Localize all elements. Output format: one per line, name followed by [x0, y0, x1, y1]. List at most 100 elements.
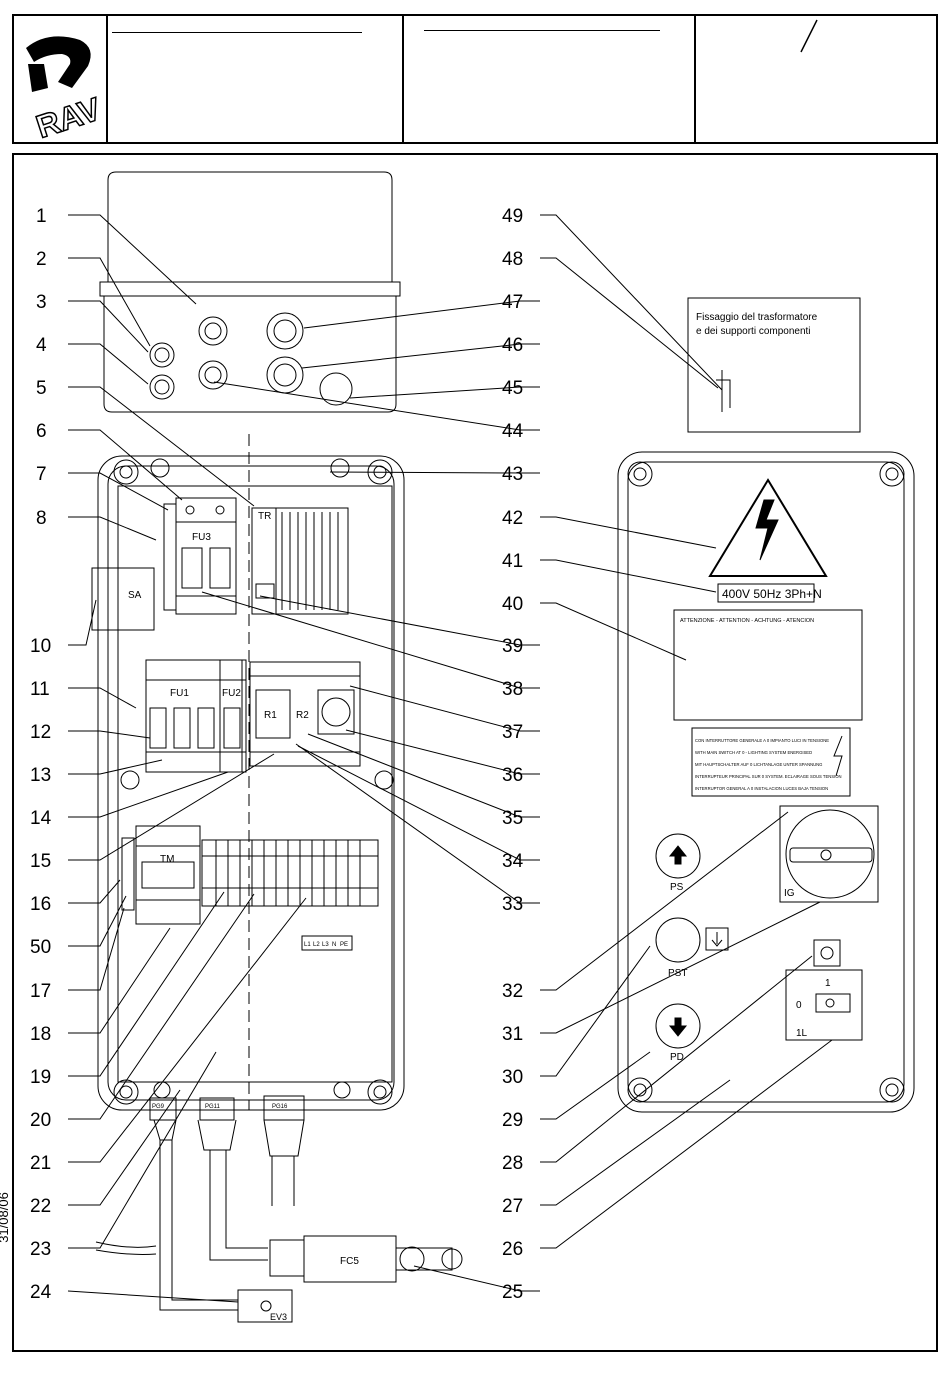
- callout-8: 8: [36, 508, 47, 529]
- callout-5: 5: [36, 378, 47, 399]
- warning-line-2: WITH MAIN SWITCH AT 0 - LIGHTING SYSTEM …: [695, 750, 812, 755]
- voltage-plate: [717, 583, 815, 603]
- limit-switch-fc5: [269, 1235, 463, 1283]
- callout-3: 3: [36, 292, 47, 313]
- selector-1l-label: 1L: [796, 1028, 808, 1039]
- selector-0-label: 0: [796, 1000, 802, 1011]
- callout-30: 30: [502, 1067, 523, 1088]
- fuse-fu3: [175, 497, 237, 615]
- title-cell-2: [106, 16, 108, 142]
- ev3-label: EV3: [270, 1312, 287, 1322]
- callout-7: 7: [36, 464, 47, 485]
- bottom-glands: [95, 1095, 305, 1311]
- warning-bolt-icon: [833, 735, 843, 777]
- callout-44: 44: [502, 421, 524, 442]
- callout-43: 43: [502, 464, 523, 485]
- terminal-l2: L2: [313, 942, 320, 948]
- arrow-down-icon: [668, 1017, 688, 1037]
- transformer-tr: [251, 507, 349, 615]
- callout-10: 10: [30, 636, 51, 657]
- up-button[interactable]: [655, 833, 701, 879]
- callout-27: 27: [502, 1196, 523, 1217]
- warning-line-4: INTERRUPTEUR PRINCIPAL SUR 0 SYSTEM. ECL…: [695, 774, 842, 779]
- stop-symbol: [705, 927, 729, 951]
- callout-20: 20: [30, 1110, 51, 1131]
- revision-slash: [800, 19, 818, 53]
- gland-pg11-label: PG11: [205, 1104, 221, 1110]
- selector-1-label: 1: [825, 978, 831, 989]
- warning-plate: [691, 727, 851, 797]
- light-selector[interactable]: [785, 969, 863, 1041]
- pst-label: PST: [668, 968, 687, 979]
- callout-33: 33: [502, 894, 523, 915]
- callout-45: 45: [502, 378, 523, 399]
- attention-plate: [673, 609, 863, 721]
- terminal-pe: PE: [340, 942, 348, 948]
- contactor-tm: [121, 825, 201, 925]
- callout-25: 25: [502, 1282, 523, 1303]
- screw-detail: [716, 370, 731, 412]
- cabinet-cover: [99, 171, 401, 413]
- title-cell-4: [694, 16, 696, 142]
- callout-36: 36: [502, 765, 523, 786]
- light-icon: [813, 939, 841, 967]
- gland-pg9-label: PG9: [152, 1104, 165, 1110]
- title-rule-2: [424, 30, 660, 31]
- terminal-n: N: [332, 942, 336, 948]
- callout-41: 41: [502, 551, 523, 572]
- callouts-right: 49 48 47 46 45 44 43 42 41 40 39 38 37 3…: [502, 206, 524, 1303]
- callout-38: 38: [502, 679, 523, 700]
- callout-48: 48: [502, 249, 523, 270]
- callout-39: 39: [502, 636, 523, 657]
- main-switch-ig[interactable]: [779, 805, 879, 903]
- tr-label: TR: [258, 511, 271, 522]
- callout-14: 14: [30, 808, 52, 829]
- callout-47: 47: [502, 292, 523, 313]
- transformer-note-line1: Fissaggio del trasformatore: [696, 312, 818, 323]
- cabinet-body: [97, 455, 405, 1111]
- drawing-frame: [12, 153, 938, 1352]
- callout-31: 31: [502, 1024, 523, 1045]
- leaders-left: [67, 214, 307, 1303]
- warning-line-5: INTERRUPTOR GENERAL A 0 INSTALACION LUCE…: [695, 786, 828, 791]
- attention-label: ATTENZIONE - ATTENTION - ACHTUNG - ATENC…: [680, 618, 814, 624]
- title-block: [12, 14, 938, 144]
- valve-ev3: [237, 1289, 293, 1323]
- sa-box: [91, 567, 155, 631]
- callout-1: 1: [36, 206, 47, 227]
- callout-13: 13: [30, 765, 51, 786]
- fuse-fu1: [145, 659, 246, 773]
- arrow-down-small-icon: [711, 932, 723, 947]
- callout-18: 18: [30, 1024, 51, 1045]
- ps-label: PS: [670, 882, 684, 893]
- ig-label: IG: [784, 888, 795, 899]
- leaders-right: [201, 214, 833, 1292]
- callout-35: 35: [502, 808, 523, 829]
- callout-16: 16: [30, 894, 51, 915]
- callout-12: 12: [30, 722, 51, 743]
- down-button[interactable]: [655, 1003, 701, 1049]
- callout-21: 21: [30, 1153, 51, 1174]
- callout-50: 50: [30, 937, 51, 958]
- r2-label: R2: [296, 710, 309, 721]
- pd-label: PD: [670, 1052, 684, 1063]
- title-cell-3: [402, 16, 404, 142]
- callout-29: 29: [502, 1110, 523, 1131]
- stop-button[interactable]: [655, 917, 701, 963]
- transformer-note-line2: e dei supporti componenti: [696, 326, 811, 337]
- callout-4: 4: [36, 335, 47, 356]
- callout-42: 42: [502, 508, 523, 529]
- callout-40: 40: [502, 594, 523, 615]
- fu2-label: FU2: [222, 688, 241, 699]
- voltage-label: 400V 50Hz 3Ph+N: [722, 587, 822, 601]
- warning-line-1: CON INTERRUTTORE GENERALE A 0 IMPIANTO L…: [695, 738, 829, 743]
- rav-logo: RAV: [26, 36, 106, 140]
- callout-24: 24: [30, 1282, 52, 1303]
- callout-6: 6: [36, 421, 47, 442]
- callout-22: 22: [30, 1196, 51, 1217]
- gland-pg16-label: PG16: [272, 1104, 288, 1110]
- terminal-strip: [201, 839, 379, 907]
- callout-23: 23: [30, 1239, 51, 1260]
- callout-34: 34: [502, 851, 524, 872]
